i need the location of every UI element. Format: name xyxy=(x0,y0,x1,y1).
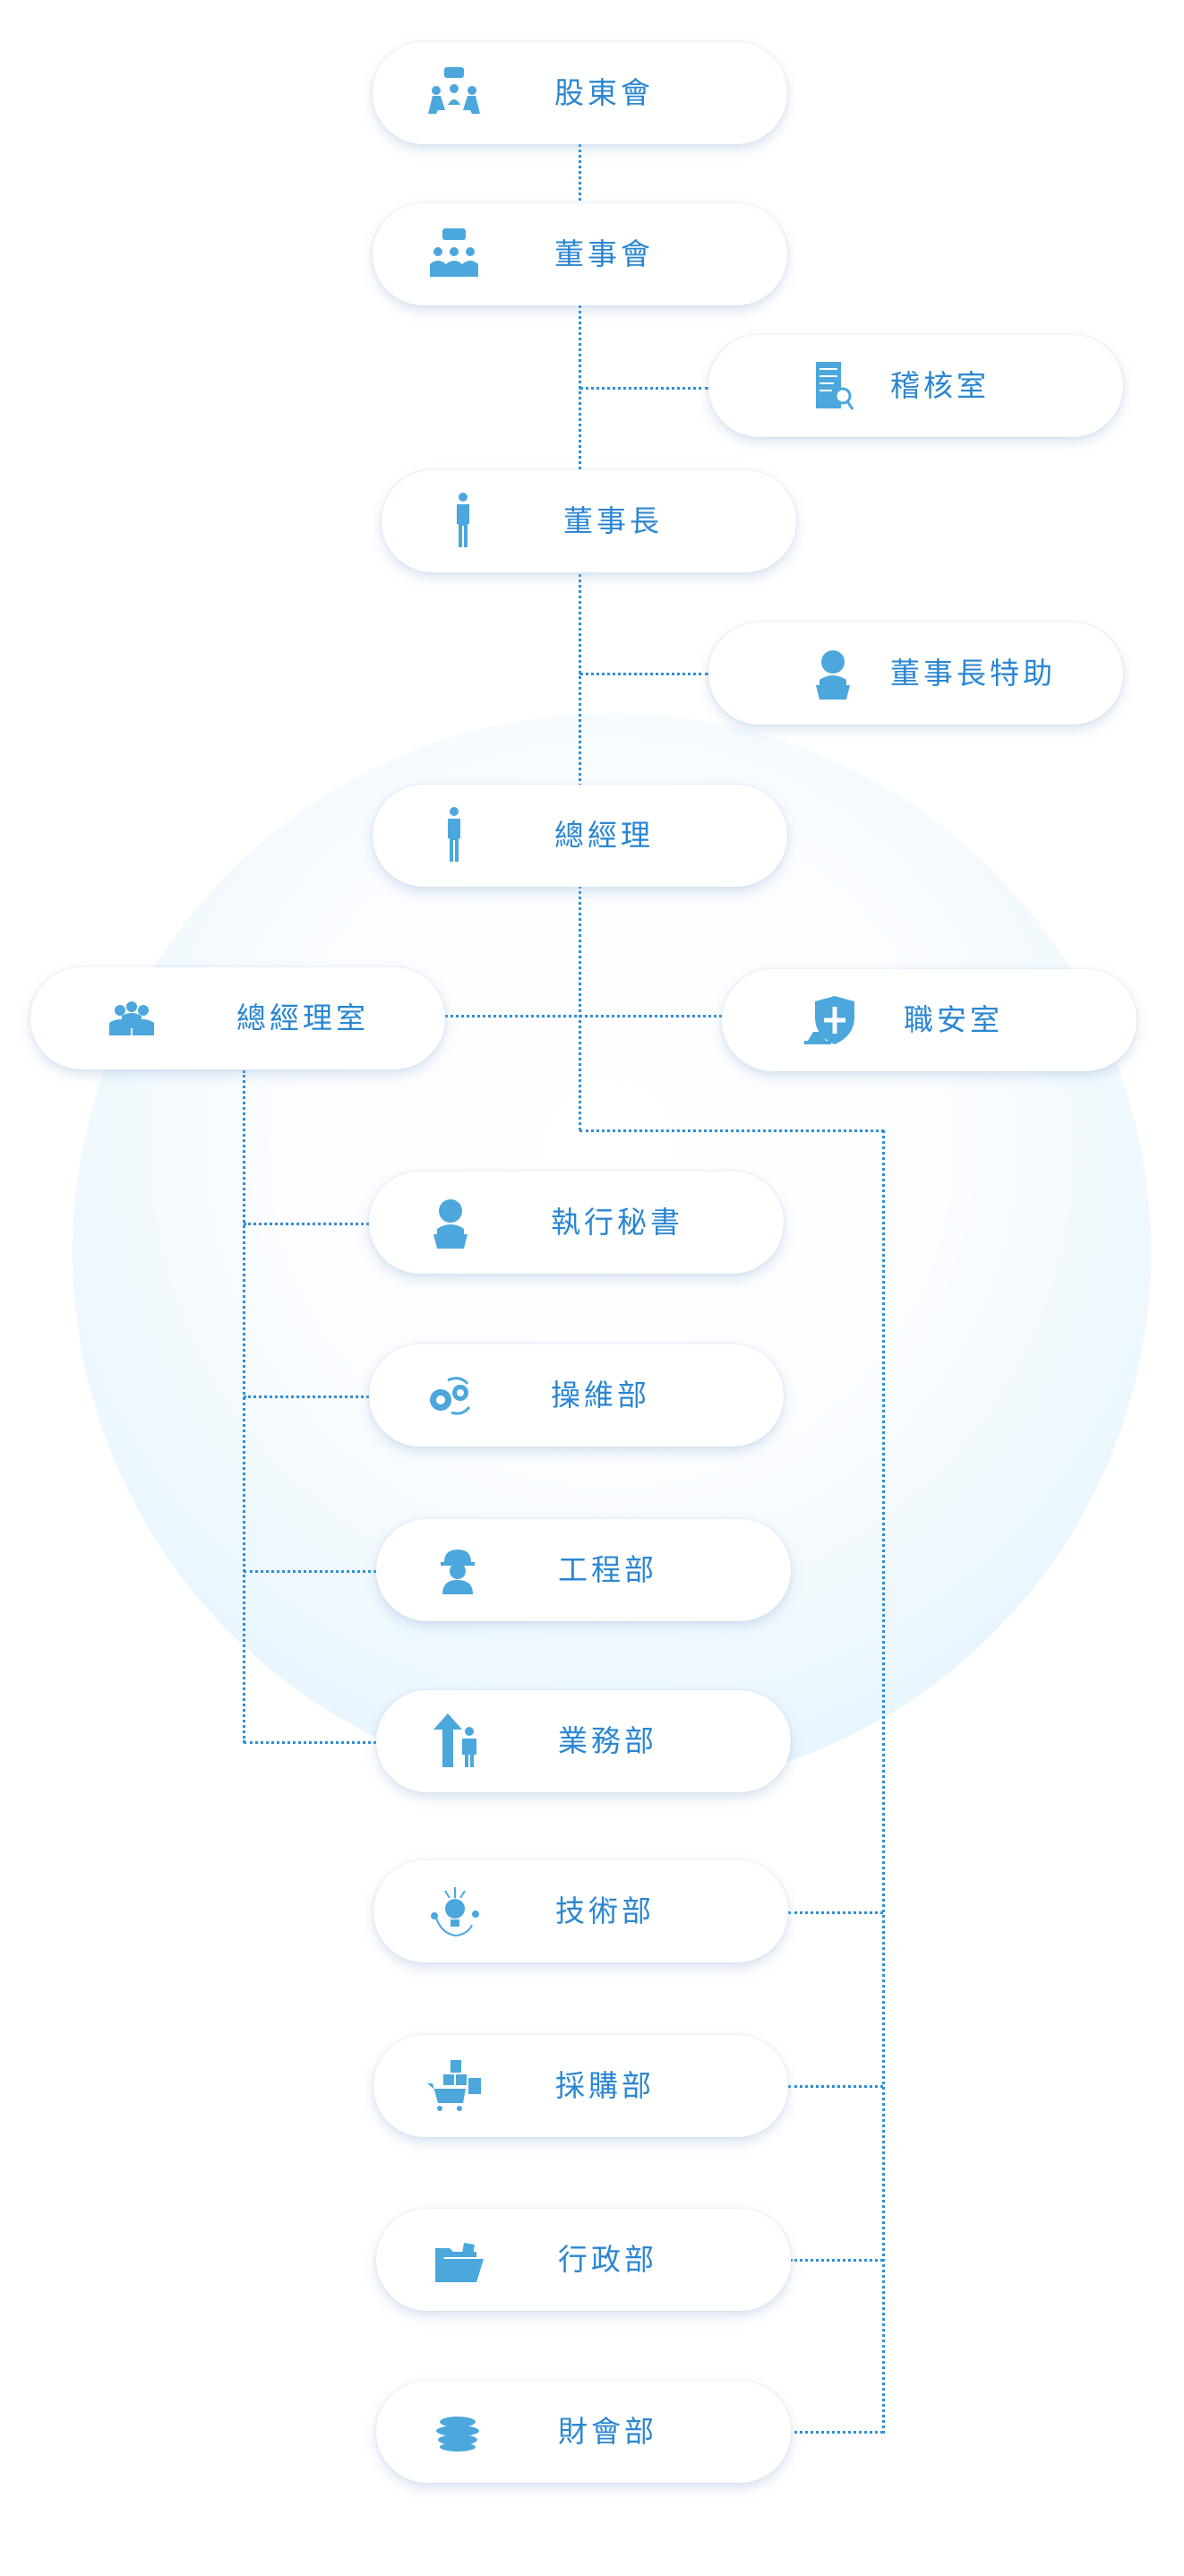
connector xyxy=(579,387,708,390)
folder-icon xyxy=(428,2230,487,2289)
node-operations: 操維部 xyxy=(369,1344,784,1447)
node-sales: 業務部 xyxy=(376,1690,791,1792)
connector xyxy=(788,2431,883,2434)
businessman-icon xyxy=(433,492,493,551)
node-engineering: 工程部 xyxy=(376,1519,791,1621)
node-general-manager: 總經理 xyxy=(373,785,787,887)
node-label: 稽核室 xyxy=(890,368,990,403)
connector xyxy=(243,1070,245,1743)
audit-document-icon xyxy=(803,356,862,416)
coins-icon xyxy=(428,2402,487,2461)
cart-boxes-icon xyxy=(425,2057,485,2116)
team-icon xyxy=(102,989,161,1048)
node-safety: 職安室 xyxy=(722,969,1137,1071)
connector xyxy=(244,1570,376,1573)
meeting-icon xyxy=(425,64,484,123)
connector xyxy=(579,1129,884,1132)
connector xyxy=(788,1911,883,1914)
node-chairman: 董事長 xyxy=(382,470,796,572)
node-label: 業務部 xyxy=(558,1723,657,1758)
node-audit: 稽核室 xyxy=(708,335,1123,437)
node-exec-secretary: 執行秘書 xyxy=(369,1172,784,1274)
board-icon xyxy=(425,225,484,284)
node-label: 總經理室 xyxy=(236,1000,369,1035)
node-procurement: 採購部 xyxy=(373,2035,788,2137)
node-label: 董事長 xyxy=(563,503,663,538)
connector xyxy=(579,673,708,675)
connector xyxy=(882,1130,885,2434)
node-gm-office: 總經理室 xyxy=(30,967,445,1069)
lightbulb-icon xyxy=(425,1882,485,1941)
connector xyxy=(244,1223,369,1225)
node-label: 技術部 xyxy=(555,1893,655,1928)
businessman-icon xyxy=(425,806,484,865)
connector xyxy=(244,1741,376,1744)
node-label: 操維部 xyxy=(551,1378,650,1413)
connector xyxy=(244,1395,369,1398)
gears-icon xyxy=(421,1366,480,1425)
node-shareholders: 股東會 xyxy=(373,42,787,144)
assistant-icon xyxy=(803,644,862,703)
node-label: 職安室 xyxy=(904,1002,1003,1037)
node-label: 總經理 xyxy=(554,818,654,853)
node-label: 行政部 xyxy=(558,2242,657,2277)
growth-person-icon xyxy=(428,1712,487,1771)
connector xyxy=(790,2259,883,2262)
connector xyxy=(788,2085,883,2088)
node-label: 董事會 xyxy=(554,236,654,271)
node-finance: 財會部 xyxy=(376,2381,791,2483)
node-chairman-assistant: 董事長特助 xyxy=(708,623,1123,725)
node-technology: 技術部 xyxy=(373,1860,788,1962)
node-label: 執行秘書 xyxy=(551,1205,683,1240)
assistant-icon xyxy=(421,1193,480,1252)
connector xyxy=(579,144,581,1130)
node-label: 股東會 xyxy=(554,75,654,110)
node-label: 工程部 xyxy=(558,1552,657,1587)
node-label: 董事長特助 xyxy=(890,656,1056,691)
safety-shield-icon xyxy=(802,991,862,1050)
node-label: 財會部 xyxy=(558,2414,657,2449)
node-label: 採購部 xyxy=(555,2068,655,2103)
worker-icon xyxy=(428,1541,487,1600)
connector xyxy=(445,1015,722,1018)
node-board: 董事會 xyxy=(373,203,787,305)
node-administration: 行政部 xyxy=(376,2209,791,2311)
